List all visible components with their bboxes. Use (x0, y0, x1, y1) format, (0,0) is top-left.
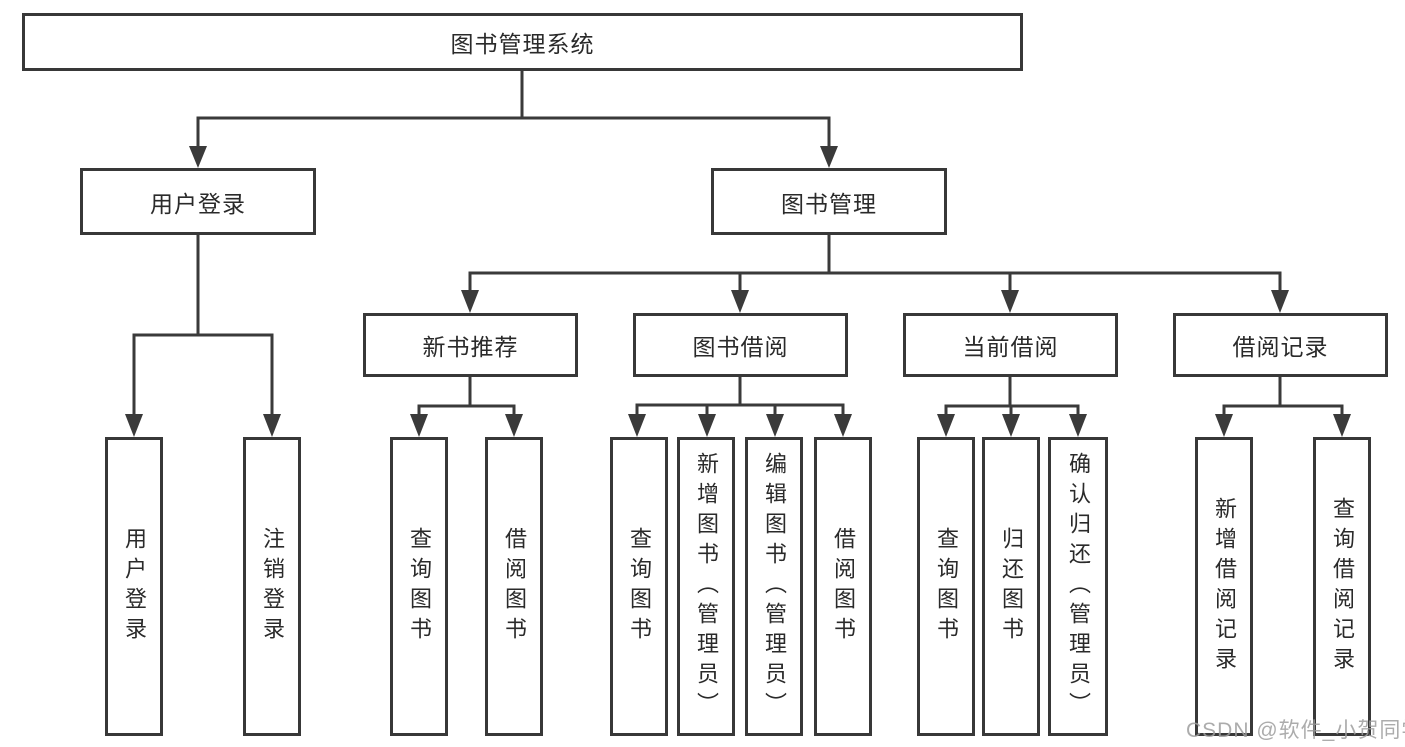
node-label: 借阅图书 (831, 526, 856, 647)
node-label: 注销登录 (260, 526, 285, 647)
leaf-user-login: 用户登录 (105, 437, 163, 736)
leaf-confirm-return-admin: 确认归还（管理员） (1048, 437, 1108, 736)
node-label: 编辑图书（管理员） (762, 451, 787, 722)
node-label: 查询图书 (627, 526, 652, 647)
node-label: 图书管理 (781, 190, 877, 217)
arrowheads (125, 146, 1351, 437)
node-label: 归还图书 (999, 526, 1024, 647)
node-label: 当前借阅 (962, 334, 1059, 360)
leaf-borrow-books-borrowing: 借阅图书 (814, 437, 872, 736)
node-label: 查询图书 (407, 526, 432, 647)
node-user-login: 用户登录 (80, 168, 316, 235)
leaf-logout: 注销登录 (243, 437, 301, 736)
node-label: 确认归还（管理员） (1066, 451, 1091, 722)
node-label: 借阅图书 (502, 526, 527, 647)
node-borrowing-records: 借阅记录 (1173, 313, 1388, 377)
node-label: 用户登录 (150, 190, 246, 217)
leaf-borrow-books-recommend: 借阅图书 (485, 437, 543, 736)
leaf-query-books-borrowing: 查询图书 (610, 437, 668, 736)
leaf-query-books-current: 查询图书 (917, 437, 975, 736)
leaf-return-books: 归还图书 (982, 437, 1040, 736)
leaf-edit-books-admin: 编辑图书（管理员） (745, 437, 803, 736)
node-label: 查询图书 (934, 526, 959, 647)
node-current-borrowing: 当前借阅 (903, 313, 1118, 377)
leaf-add-borrow-record: 新增借阅记录 (1195, 437, 1253, 736)
leaf-add-books-admin: 新增图书（管理员） (677, 437, 735, 736)
node-label: 查询借阅记录 (1330, 496, 1355, 677)
node-label: 用户登录 (122, 526, 147, 647)
node-label: 借阅记录 (1232, 334, 1329, 360)
node-new-book-recommendation: 新书推荐 (363, 313, 578, 377)
csdn-watermark: CSDN @软件_小贺同学 (1186, 719, 1405, 742)
leaf-query-borrow-record: 查询借阅记录 (1313, 437, 1371, 736)
node-library-management-system: 图书管理系统 (22, 13, 1023, 71)
node-label: 新书推荐 (422, 334, 519, 360)
node-label: 新增借阅记录 (1212, 496, 1237, 677)
leaf-query-books-recommend: 查询图书 (390, 437, 448, 736)
node-label: 图书借阅 (692, 334, 789, 360)
node-book-management: 图书管理 (711, 168, 947, 235)
node-book-borrowing: 图书借阅 (633, 313, 848, 377)
node-label: 新增图书（管理员） (694, 451, 719, 722)
node-label: 图书管理系统 (450, 31, 595, 57)
